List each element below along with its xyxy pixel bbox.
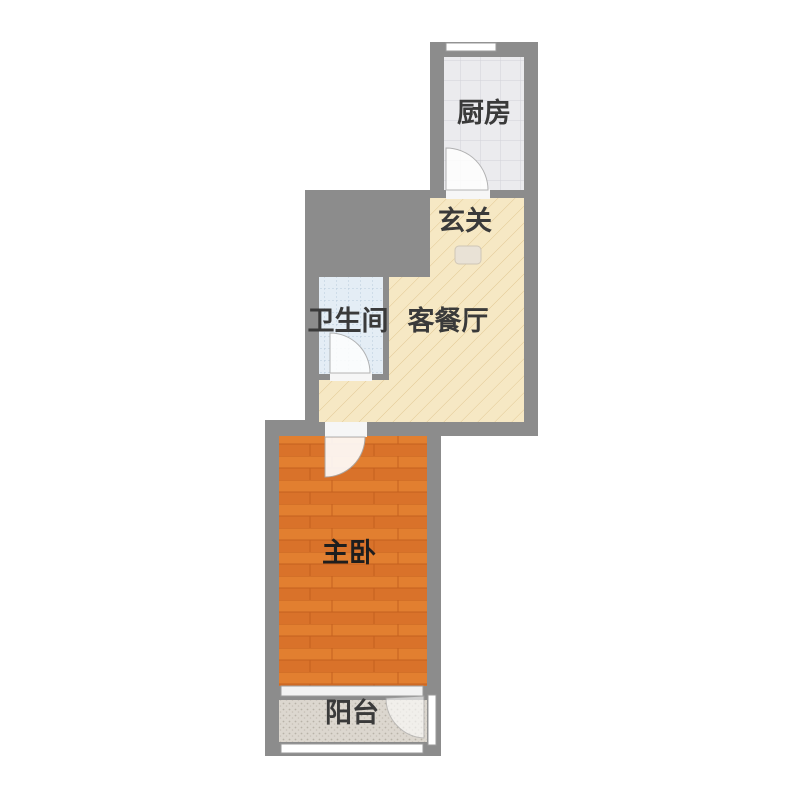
balcony-window-bottom <box>280 743 424 754</box>
kitchen-door-opening <box>446 189 490 199</box>
kitchen-door-swing <box>445 147 489 191</box>
entrance-label: 玄关 <box>438 205 492 237</box>
kitchen-label: 厨房 <box>457 98 511 129</box>
entrance-door-marker <box>454 245 482 265</box>
bathroom-door-opening <box>330 372 372 381</box>
bathroom-door-swing <box>329 332 371 374</box>
bathroom-label: 卫生间 <box>308 306 389 337</box>
balcony-label: 阳台 <box>325 697 379 729</box>
master-bedroom-floor <box>279 436 427 686</box>
master-bedroom-label: 主卧 <box>322 538 376 569</box>
bedroom-door-swing <box>324 436 366 478</box>
living-dining-label: 客餐厅 <box>408 305 489 337</box>
bathroom-wall-right <box>383 277 389 374</box>
bedroom-balcony-opening <box>280 685 424 697</box>
doors <box>324 147 489 739</box>
balcony-window-right <box>427 694 437 746</box>
windows <box>280 42 497 754</box>
bedroom-door-opening <box>325 422 367 437</box>
balcony-door-swing <box>385 695 425 739</box>
kitchen-window <box>445 42 497 52</box>
